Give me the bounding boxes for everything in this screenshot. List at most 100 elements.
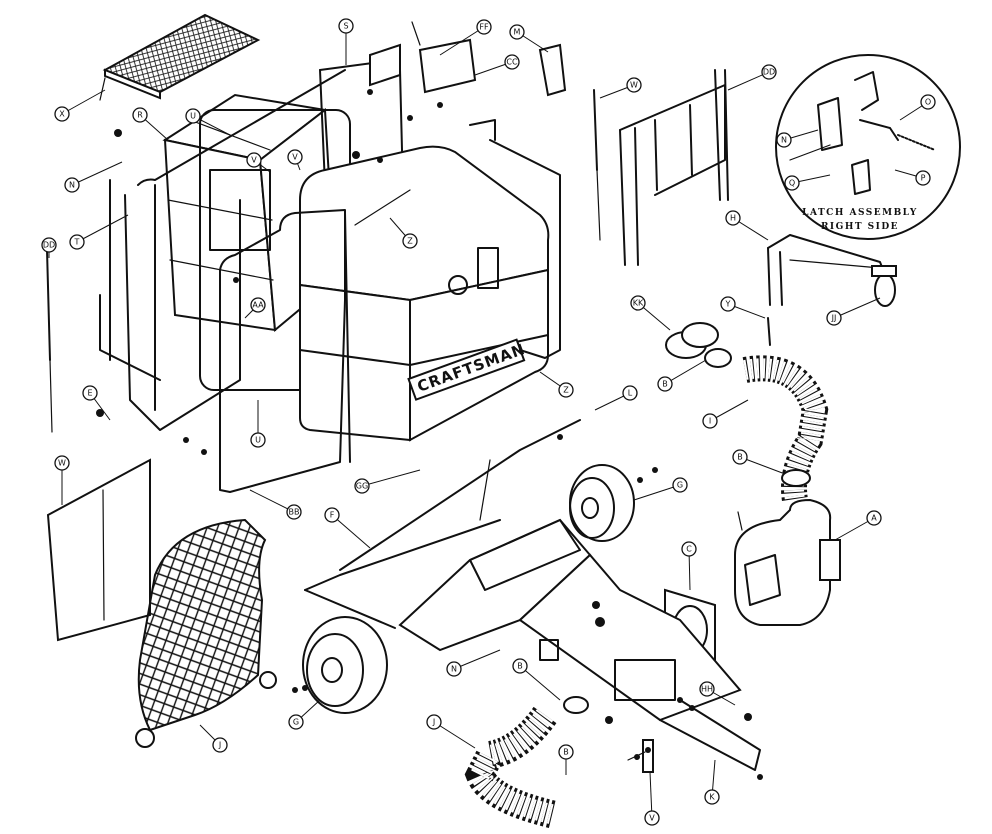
callout-label: P	[921, 174, 926, 183]
callout-v-6: V	[246, 152, 271, 173]
right-wheel	[569, 464, 635, 542]
callout-label: JJ	[831, 314, 837, 323]
callout-f-31: F	[324, 507, 371, 549]
callout-g-36: G	[288, 699, 321, 730]
gas-strut-top	[593, 89, 601, 241]
callout-label: GG	[356, 482, 368, 491]
callout-bb-27: BB	[249, 489, 302, 520]
axle-assembly	[304, 419, 581, 629]
callout-label: F	[330, 511, 335, 520]
flexible-hose-lower	[464, 706, 559, 829]
callout-b-39: B	[558, 744, 574, 775]
callout-label: T	[74, 238, 80, 247]
callout-i-22: I	[702, 399, 749, 429]
tow-bar	[767, 234, 897, 307]
right-side-frame	[469, 119, 561, 359]
callout-label: CC	[506, 58, 518, 67]
callout-e-23: E	[82, 385, 111, 421]
callout-o-44: O	[899, 94, 936, 121]
callout-label: H	[730, 214, 736, 223]
callout-label: B	[563, 748, 569, 757]
callout-c-33: C	[681, 541, 697, 591]
rod	[767, 317, 771, 346]
callout-z-25: Z	[539, 371, 574, 398]
callout-x-0: X	[54, 89, 106, 122]
hose-clamp-ring-lower	[563, 696, 589, 714]
side-panel	[46, 458, 151, 642]
callout-label: V	[292, 153, 298, 162]
top-screen-grill	[99, 13, 261, 101]
callout-b-35: B	[512, 658, 561, 701]
callout-label: BB	[289, 508, 300, 517]
callout-label: W	[58, 459, 66, 468]
callout-label: HH	[701, 685, 713, 694]
callout-label: Z	[407, 237, 413, 246]
hose-clamp-ring	[781, 469, 811, 487]
callout-aa-16: AA	[244, 297, 266, 319]
callout-jj-18: JJ	[826, 297, 881, 326]
handle-frame	[619, 69, 729, 266]
callout-label: G	[293, 718, 299, 727]
callout-label: B	[517, 662, 523, 671]
callout-b-29: B	[732, 449, 786, 475]
main-cabinet: CRAFTSMAN	[299, 145, 550, 442]
callout-b-21: B	[657, 359, 707, 392]
callout-label: I	[709, 417, 711, 426]
callout-v-7: V	[287, 149, 303, 171]
callout-r-1: R	[132, 107, 169, 141]
left-wheel	[302, 616, 388, 714]
callout-n-5: N	[64, 161, 123, 193]
callout-label: V	[649, 814, 655, 823]
hose-collar	[665, 322, 732, 368]
callout-a-32: A	[834, 510, 882, 541]
top-brackets	[369, 21, 567, 97]
callout-z-14: Z	[389, 217, 418, 249]
callout-label: Z	[563, 386, 569, 395]
callout-label: DD	[763, 68, 775, 77]
callout-j-38: J	[426, 714, 476, 749]
callout-label: J	[432, 718, 435, 727]
callout-k-41: K	[704, 759, 720, 805]
callout-ff-8: FF	[439, 19, 492, 56]
inset-circle	[775, 54, 961, 240]
callout-dd-11: DD	[727, 64, 777, 91]
callout-label: FF	[479, 23, 489, 32]
callout-u-2: U	[185, 108, 231, 136]
callout-label: KK	[633, 299, 644, 308]
callout-label: G	[677, 481, 683, 490]
inset-title-line2: RIGHT SIDE	[821, 222, 899, 232]
callout-label: DD	[43, 241, 55, 250]
callout-label: AA	[252, 301, 264, 310]
callout-label: M	[514, 28, 521, 37]
callout-label: Q	[789, 179, 795, 188]
callout-t-13: T	[69, 214, 129, 250]
left-side-frame	[99, 69, 346, 431]
callout-w-30: W	[54, 455, 70, 505]
callout-n-45: N	[776, 129, 819, 148]
callout-label: K	[709, 793, 715, 802]
callout-h-17: H	[725, 210, 769, 241]
inset-title-line1: LATCH ASSEMBLY	[802, 208, 918, 218]
callout-label: E	[87, 389, 92, 398]
callout-label: U	[255, 436, 261, 445]
callout-label: N	[781, 136, 787, 145]
callout-label: R	[137, 111, 143, 120]
callout-cc-9: CC	[474, 54, 520, 76]
callout-q-46: Q	[784, 174, 831, 191]
callout-m-4: M	[509, 24, 549, 53]
callout-u-24: U	[250, 400, 266, 448]
leaf-bag-net	[135, 518, 277, 748]
callout-gg-26: GG	[354, 469, 421, 494]
callout-v-40: V	[644, 771, 660, 826]
callout-kk-19: KK	[630, 295, 671, 331]
callout-label: B	[737, 453, 743, 462]
callout-y-20: Y	[720, 296, 766, 319]
callout-label: U	[190, 112, 196, 121]
callout-label: Y	[725, 300, 731, 309]
callout-label: N	[69, 181, 75, 190]
gas-strut-left	[46, 249, 53, 433]
callout-label: A	[871, 514, 877, 523]
callout-label: J	[218, 741, 221, 750]
